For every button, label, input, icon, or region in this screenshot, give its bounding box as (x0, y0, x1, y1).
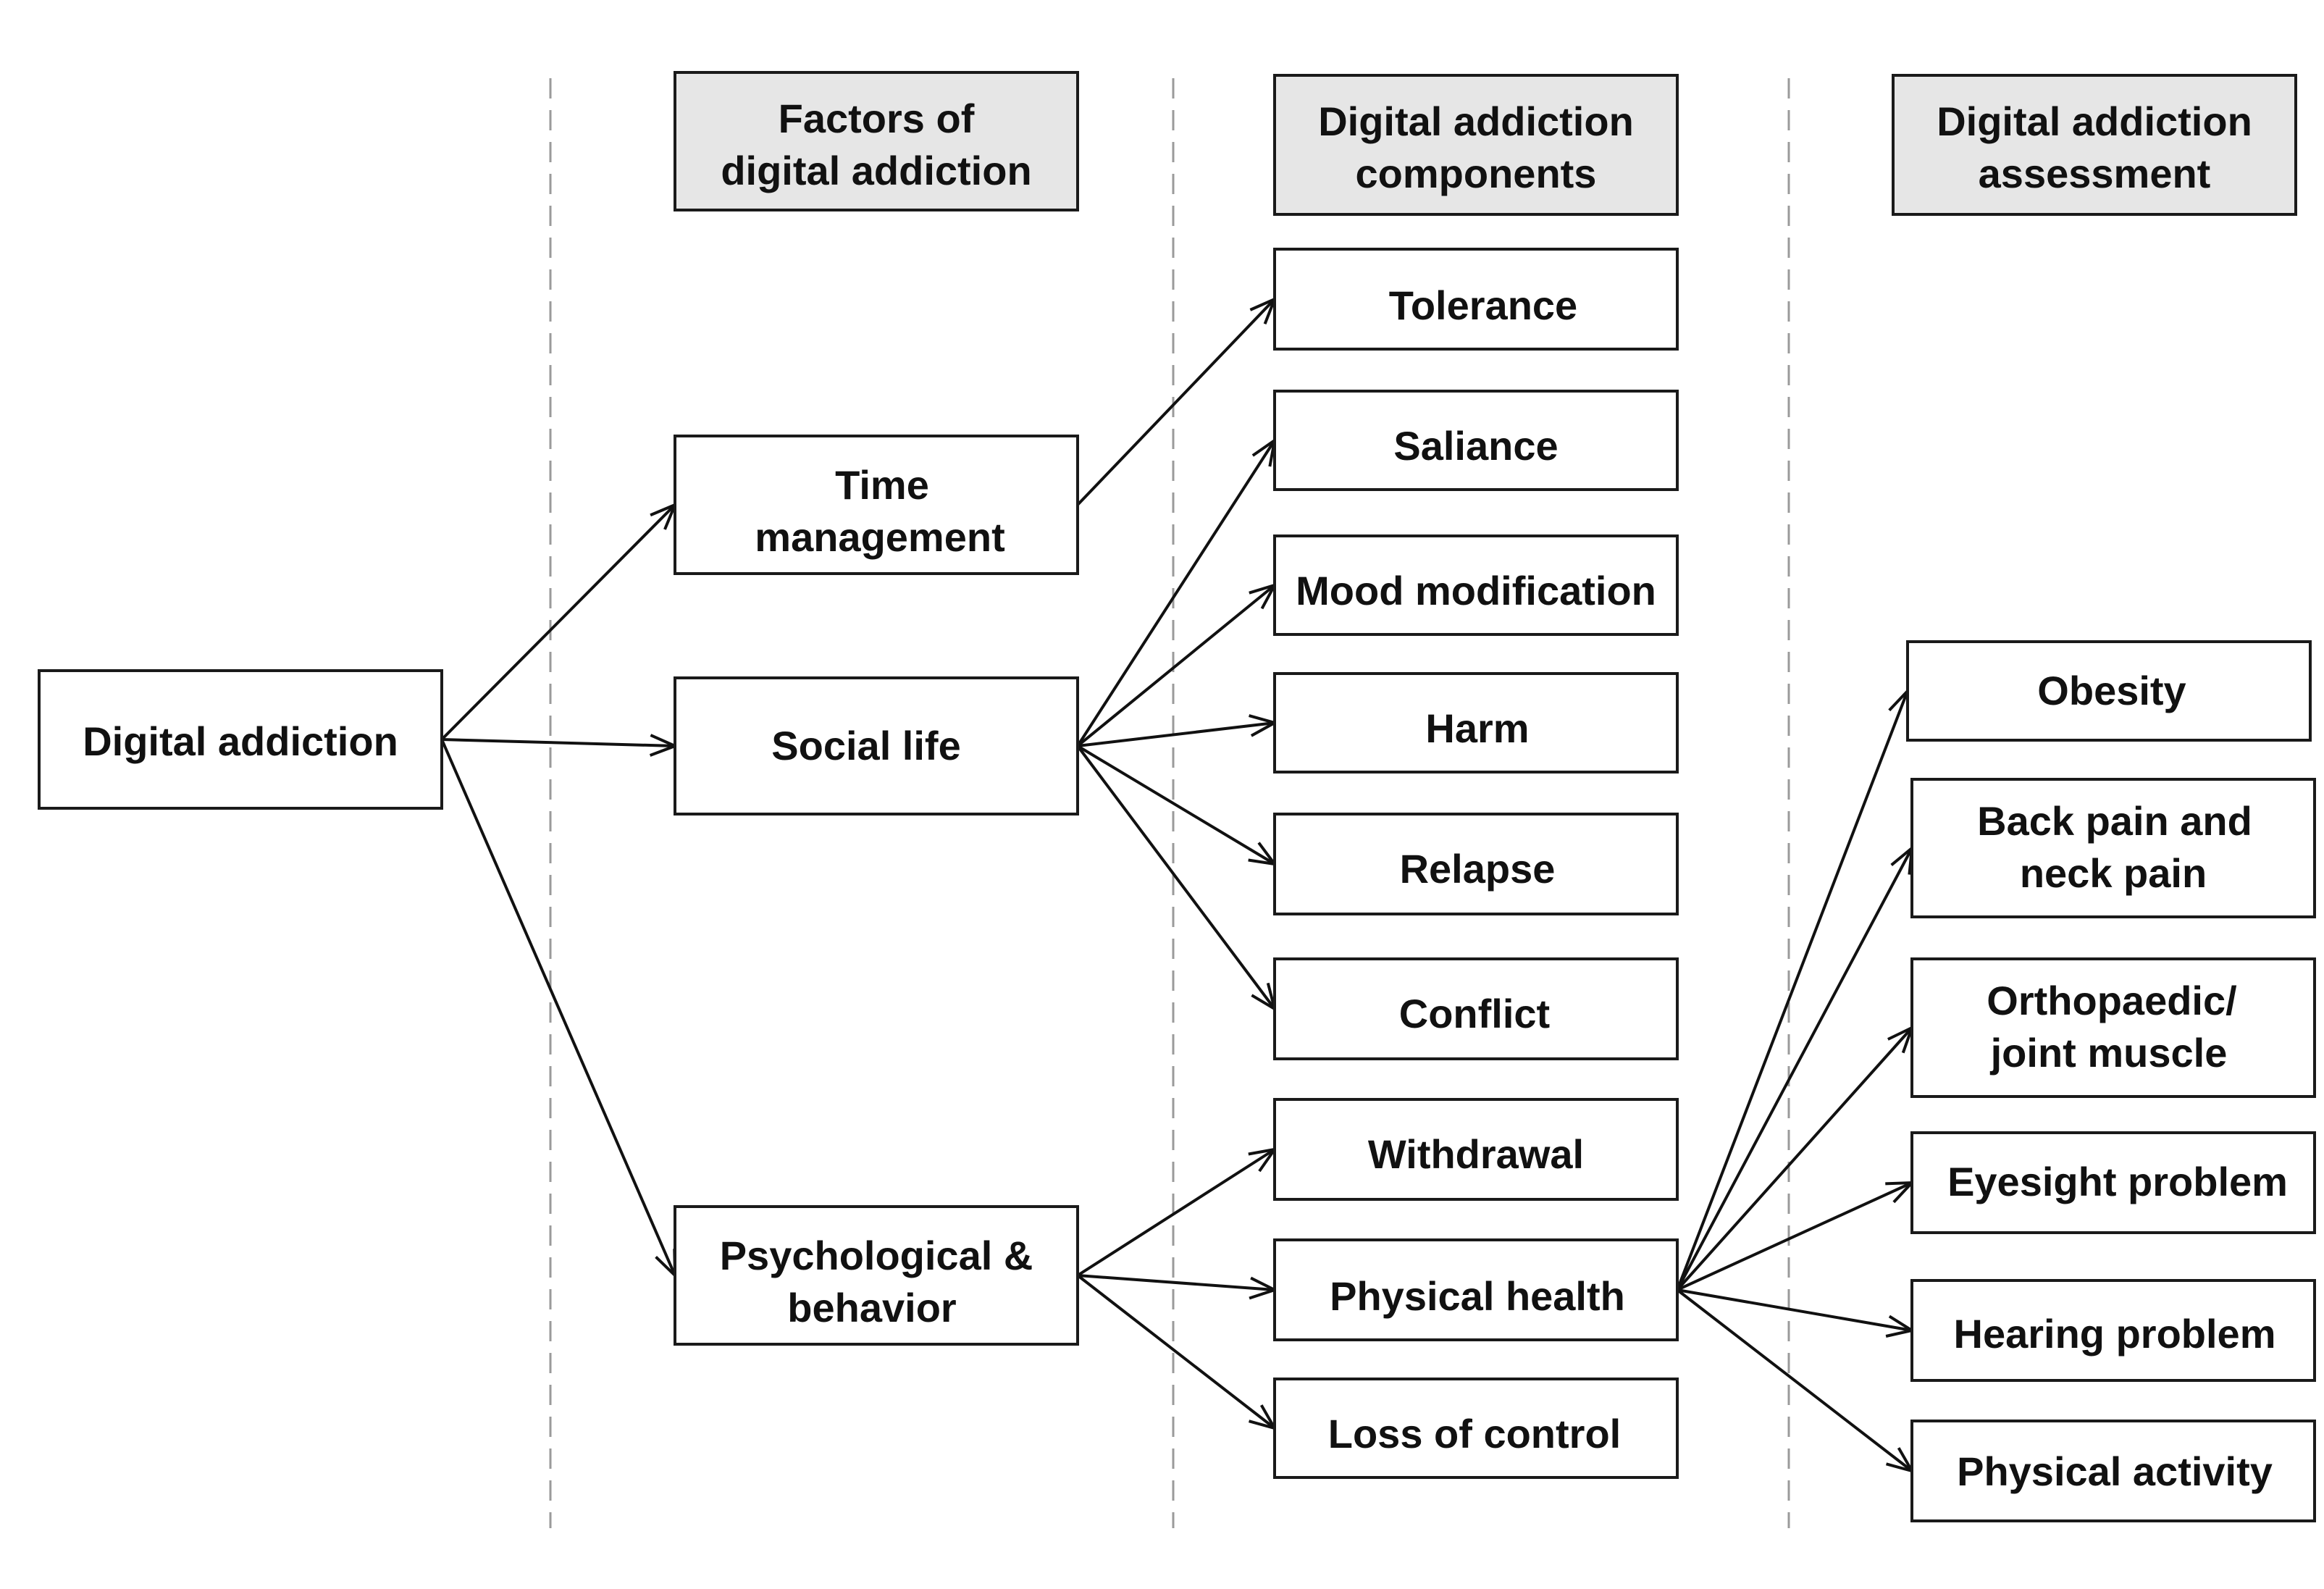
node-time-management: Time management (674, 435, 1079, 575)
edge-psychological-to-withdrawal (1076, 1149, 1275, 1277)
node-hearing-problem: Hearing problem (1910, 1279, 2316, 1382)
header-components-line-1: Digital addiction (1318, 98, 1634, 144)
header-components: Digital addiction components (1273, 74, 1679, 216)
edge-social_life-to-conflict (1076, 745, 1275, 1009)
edge-physical_health-to-physical_activity (1676, 1288, 1912, 1471)
column-separators (549, 78, 1790, 1528)
node-loss-of-control: Loss of control (1273, 1378, 1679, 1479)
node-back-pain-line-1: Back pain and (1977, 798, 2252, 844)
node-psychological-line-2: behavior (787, 1285, 956, 1330)
edges (440, 299, 1912, 1471)
header-assessment-line-2: assessment (1979, 151, 2211, 196)
node-mood-modification: Mood modification (1273, 534, 1679, 636)
edge-psychological-to-physical_health (1077, 1274, 1275, 1290)
node-mood-modification-label: Mood modification (1296, 568, 1656, 613)
node-saliance-label: Saliance (1393, 423, 1558, 469)
header-factors-line-1: Factors of (779, 96, 975, 141)
node-back-pain-line-2: neck pain (2020, 850, 2207, 896)
header-factors-line-2: digital addiction (721, 148, 1031, 193)
node-conflict-label: Conflict (1399, 991, 1550, 1036)
node-digital-addiction-label: Digital addiction (83, 718, 398, 764)
node-harm-label: Harm (1425, 705, 1529, 751)
node-obesity: Obesity (1906, 640, 2312, 742)
node-physical-activity: Physical activity (1910, 1420, 2316, 1522)
node-harm: Harm (1273, 672, 1679, 773)
node-hearing-label: Hearing problem (1954, 1311, 2276, 1357)
edge-social_life-to-relapse (1076, 745, 1275, 864)
node-relapse-label: Relapse (1400, 846, 1556, 892)
node-orthopaedic-line-2: joint muscle (1990, 1030, 2228, 1076)
node-relapse: Relapse (1273, 813, 1679, 915)
edge-physical_health-to-hearing (1677, 1288, 1912, 1330)
edge-physical_health-to-obesity (1676, 691, 1908, 1291)
node-time-management-line-2: management (755, 514, 1004, 560)
edge-root-to-psychological (440, 739, 675, 1275)
header-factors: Factors of digital addiction (674, 71, 1079, 211)
header-assessment-line-1: Digital addiction (1937, 98, 2252, 144)
node-tolerance-label: Tolerance (1389, 282, 1577, 328)
node-saliance: Saliance (1273, 390, 1679, 491)
edge-physical_health-to-eyesight (1677, 1183, 1912, 1291)
node-orthopaedic-line-1: Orthopaedic/ (1987, 978, 2237, 1023)
node-loss-of-control-label: Loss of control (1328, 1411, 1621, 1456)
node-digital-addiction: Digital addiction (38, 669, 443, 810)
node-social-life: Social life (674, 676, 1079, 816)
edge-psychological-to-loss_of_control (1076, 1274, 1275, 1428)
node-physical-health: Physical health (1273, 1238, 1679, 1341)
edge-social_life-to-harm (1077, 723, 1275, 747)
node-time-management-line-1: Time (835, 462, 929, 508)
edge-physical_health-to-orthopaedic (1676, 1028, 1912, 1291)
edge-root-to-time_management (440, 505, 675, 741)
node-social-life-label: Social life (771, 723, 960, 768)
node-withdrawal-label: Withdrawal (1368, 1131, 1584, 1177)
node-conflict: Conflict (1273, 957, 1679, 1060)
edge-social_life-to-saliance (1076, 440, 1275, 747)
edge-time_management-to-tolerance (1076, 299, 1275, 506)
node-obesity-label: Obesity (2037, 668, 2186, 713)
edge-physical_health-to-back_pain (1676, 848, 1912, 1291)
edge-social_life-to-mood_modification (1076, 585, 1275, 747)
header-components-line-2: components (1356, 151, 1597, 196)
node-eyesight-problem: Eyesight problem (1910, 1131, 2316, 1234)
node-psychological-behavior: Psychological & behavior (674, 1205, 1079, 1346)
node-physical-health-label: Physical health (1330, 1273, 1625, 1319)
edge-root-to-social_life (441, 739, 675, 746)
node-psychological-line-1: Psychological & (720, 1233, 1033, 1278)
header-assessment: Digital addiction assessment (1892, 74, 2297, 216)
node-back-pain: Back pain and neck pain (1910, 778, 2316, 918)
node-tolerance: Tolerance (1273, 248, 1679, 351)
node-withdrawal: Withdrawal (1273, 1098, 1679, 1201)
node-physical-activity-label: Physical activity (1957, 1448, 2273, 1494)
node-orthopaedic: Orthopaedic/ joint muscle (1910, 957, 2316, 1098)
node-eyesight-label: Eyesight problem (1947, 1159, 2288, 1204)
